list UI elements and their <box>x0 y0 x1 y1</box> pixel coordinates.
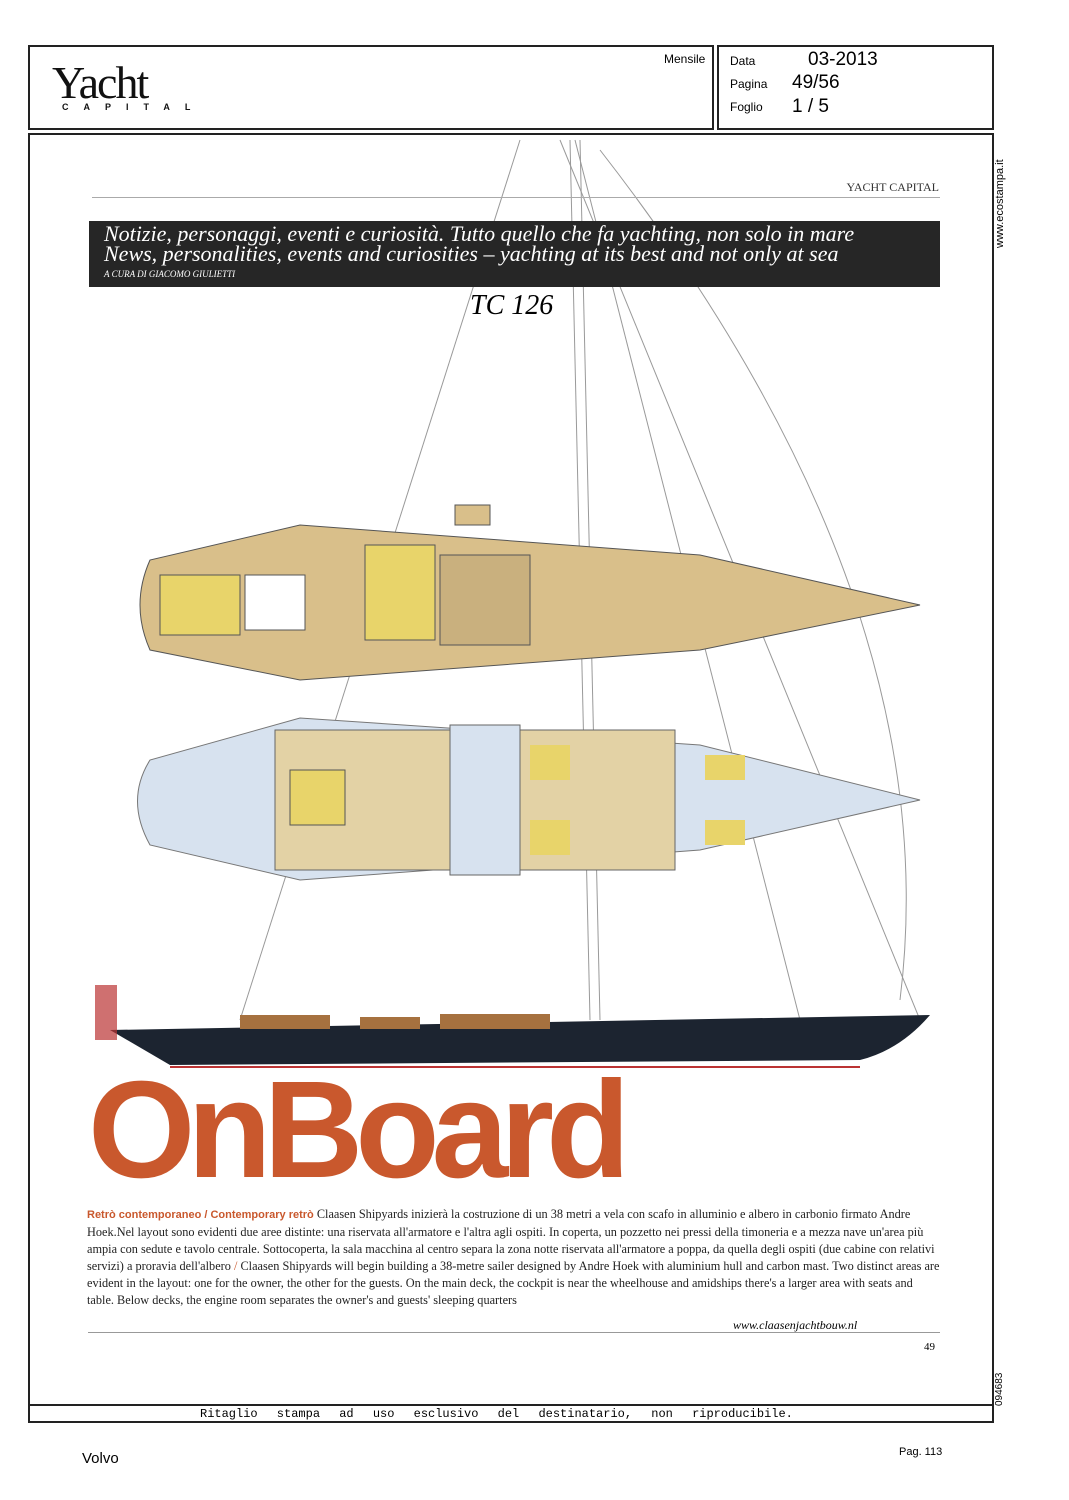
body-english: Claasen Shipyards will begin building a … <box>87 1259 940 1307</box>
sheet-value: 1 / 5 <box>792 96 829 117</box>
magazine-page-number: 49 <box>924 1341 935 1353</box>
logo-subtitle: CAPITAL <box>62 102 206 112</box>
banner-english: News, personalities, events and curiosit… <box>104 241 839 266</box>
header-logo-box <box>28 45 714 130</box>
page-value: 49/56 <box>792 72 840 93</box>
kicker: Retrò contemporaneo / Contemporary retrò <box>87 1209 314 1221</box>
section-banner: Notizie, personaggi, eventi e curiosità.… <box>89 221 940 287</box>
banner-italian: Notizie, personaggi, eventi e curiosità.… <box>104 221 855 246</box>
body-italian: Claasen Shipyards inizierà la costruzion… <box>87 1207 935 1273</box>
date-label: Data <box>730 54 756 68</box>
copyright-notice: Ritaglio stampa ad uso esclusivo del des… <box>200 1407 793 1421</box>
article-body: Retrò contemporaneo / Contemporary retrò… <box>87 1207 940 1307</box>
interior-plan <box>137 717 921 881</box>
date-value: 03-2013 <box>808 49 878 70</box>
section-label: YACHT CAPITAL <box>846 180 940 194</box>
divider <box>92 197 940 198</box>
article-title: OnBoard <box>88 1053 630 1207</box>
client-name: Volvo <box>82 1450 119 1467</box>
clipping-page: Pag. 113 <box>899 1446 943 1458</box>
header-meta-box <box>717 45 994 130</box>
clipping-frame <box>28 133 994 1423</box>
page-label: Pagina <box>730 77 768 91</box>
footer-rule <box>28 1404 994 1423</box>
byline: A CURA DI GIACOMO GIULIETTI <box>104 269 236 279</box>
drawing-label: TC 126 <box>470 290 554 321</box>
yacht-capital-logo: Yacht <box>52 57 149 108</box>
frequency: Mensile <box>664 52 706 66</box>
shipyard-url: www.claasenjachtbouw.nl <box>733 1318 858 1332</box>
deck-plan <box>139 504 921 681</box>
divider <box>88 1332 940 1333</box>
sheet-label: Foglio <box>730 100 763 114</box>
side-profile <box>95 985 930 1068</box>
